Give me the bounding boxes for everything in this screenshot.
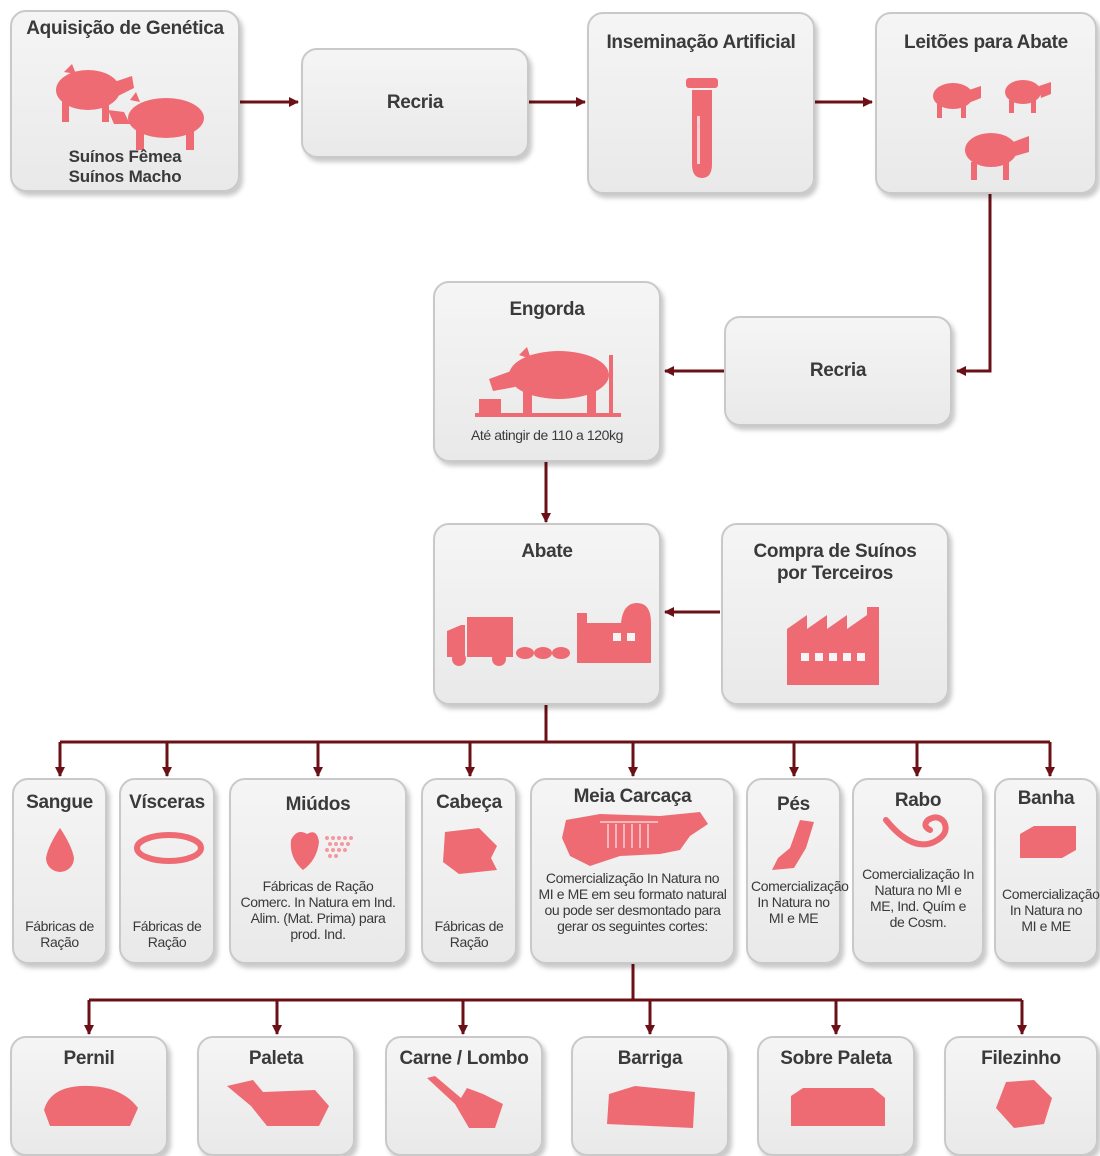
box-title: Sangue [26,792,93,813]
box-recria-1: Recria [301,48,529,158]
box-miudos: Miúdos Fábricas de Ração Comerc. In Natu… [229,778,407,964]
intestine-icon [133,830,205,866]
pig-tail-icon [882,812,956,858]
ham-cut-icon [40,1080,142,1130]
box-title: Vísceras [129,792,205,813]
belly-cut-icon [605,1084,699,1130]
loin-cut-icon [425,1074,507,1130]
box-inseminacao-artificial: Inseminação Artificial [587,12,815,194]
box-visceras: Vísceras Fábricas de Ração [119,778,215,964]
truck-to-slaughterhouse-icon [445,599,651,669]
box-caption: Fábricas de Ração [132,918,202,950]
box-title: Miúdos [285,794,351,815]
box-title: Barriga [617,1048,683,1069]
box-caption: Fábricas de Ração Comerc. In Natura em I… [240,878,396,942]
box-title: Sobre Paleta [780,1048,892,1069]
piglets-icon [929,72,1053,182]
pig-head-icon [439,826,501,876]
half-carcass-icon [560,810,710,868]
box-title: Carne / Lombo [399,1048,529,1069]
box-title: Meia Carcaça [573,786,692,807]
box-title: Paleta [248,1048,304,1069]
box-cabeca: Cabeça Fábricas de Ração [421,778,517,964]
box-title: Cabeça [436,792,502,813]
lard-block-icon [1016,824,1080,860]
box-abate: Abate [433,523,661,705]
box-caption: Até atingir de 110 a 120kg [470,427,623,443]
box-title: Inseminação Artificial [606,32,796,53]
box-title: Recria [386,92,444,113]
test-tube-icon [684,76,720,180]
two-pigs-icon [44,60,214,150]
box-barriga: Barriga [571,1036,729,1156]
box-title: Filezinho [981,1048,1061,1069]
box-meia-carcaca: Meia Carcaça Comercialização In Natura n… [530,778,735,964]
box-caption: Comercialização In Natura no MI e ME [1002,886,1100,934]
factory-icon [787,607,885,685]
box-compra-suinos-terceiros: Compra de Suínos por Terceiros [721,523,949,705]
box-pernil: Pernil [10,1036,168,1156]
box-title: Pernil [63,1048,115,1069]
box-sobre-paleta: Sobre Paleta [757,1036,915,1156]
box-title: Pés [777,794,810,815]
box-filezinho: Filezinho [944,1036,1098,1156]
box-caption: Suínos Macho [68,167,182,186]
box-aquisicao-genetica: Aquisição de Genética Suínos Fêmea Suíno… [10,10,240,192]
box-leitoes-para-abate: Leitões para Abate [875,12,1097,194]
box-pes: Pés Comercialização In Natura no MI e ME [746,778,849,964]
box-carne-lombo: Carne / Lombo [385,1036,543,1156]
box-rabo: Rabo Comercialização In Natura no MI e M… [852,778,984,964]
heart-organ-icon [287,826,357,872]
box-title: Abate [521,541,573,562]
box-caption: Fábricas de Ração [25,918,94,950]
box-engorda: Engorda Até atingir de 110 a 120kg [433,281,661,462]
box-title: Compra de Suínos por Terceiros [753,541,917,584]
box-title: Aquisição de Genética [26,18,224,39]
box-title: Rabo [894,790,942,811]
box-caption: Suínos Fêmea [68,147,182,166]
shoulder-top-cut-icon [787,1082,889,1130]
box-caption: Fábricas de Ração [434,918,504,950]
tenderloin-cut-icon [994,1078,1054,1130]
pig-feeding-icon [475,345,621,417]
box-banha: Banha Comercialização In Natura no MI e … [994,778,1100,964]
box-title: Leitões para Abate [904,32,1068,53]
pig-foot-icon [770,818,818,872]
box-title: Banha [1017,788,1075,809]
arrow-leitoes-recria [956,194,992,376]
box-paleta: Paleta [197,1036,355,1156]
box-title: Engorda [509,299,585,320]
blood-drop-icon [42,826,78,876]
box-caption: Comercialização In Natura no MI e ME, In… [862,866,974,930]
box-title: Recria [809,360,867,381]
box-caption: Comercialização In Natura no MI e ME em … [538,870,727,934]
shoulder-cut-icon [223,1076,333,1130]
box-recria-2: Recria [724,316,952,426]
box-sangue: Sangue Fábricas de Ração [12,778,107,964]
box-caption: Comercialização In Natura no MI e ME [751,878,849,926]
